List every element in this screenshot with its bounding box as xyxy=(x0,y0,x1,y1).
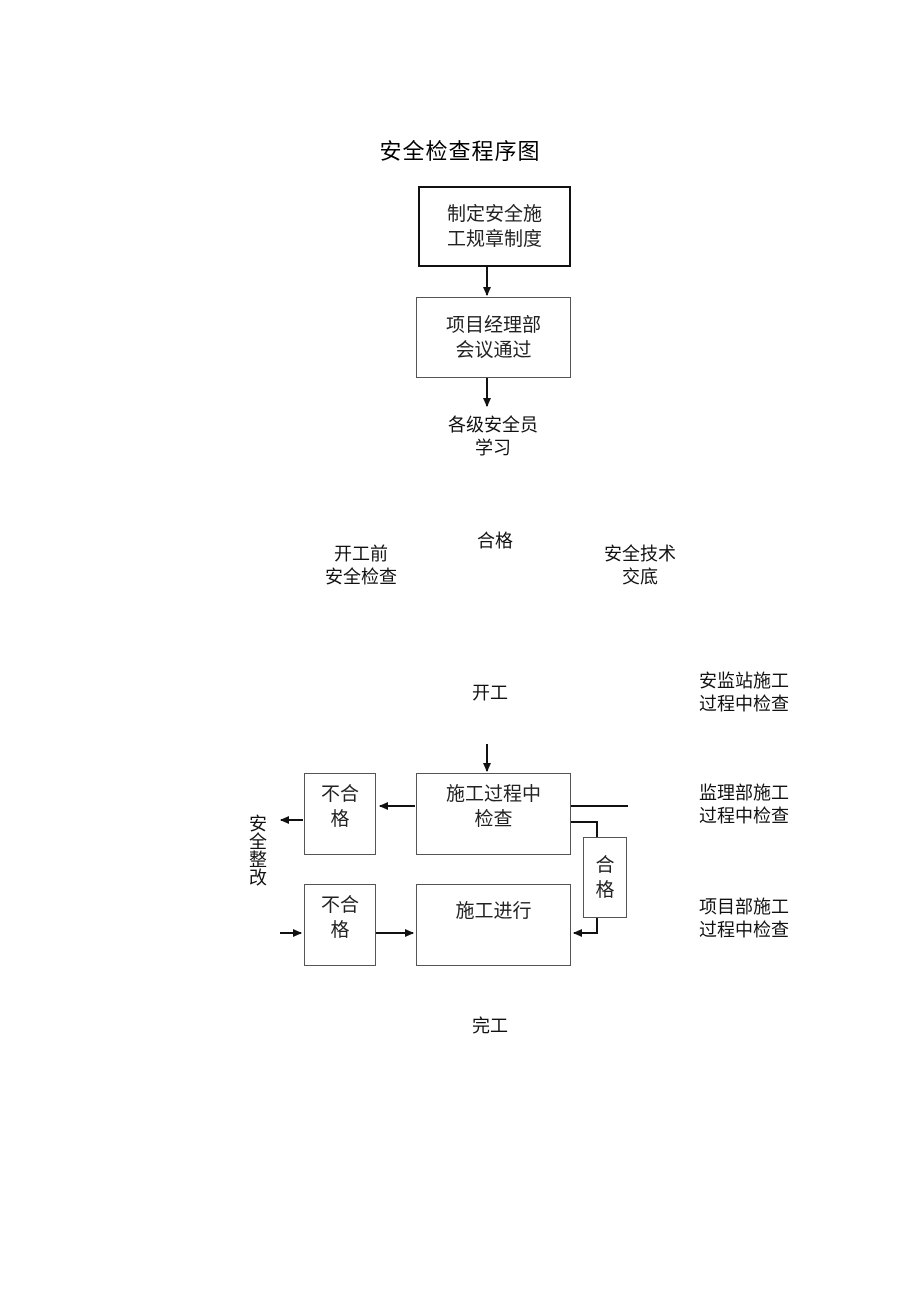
rectify-label: 安全整改 xyxy=(247,814,267,886)
project-dept-check-label: 项目部施工 过程中检查 xyxy=(699,897,789,941)
supervision-dept-check-label: 监理部施工 过程中检查 xyxy=(699,783,789,827)
rules-box: 制定安全施 工规章制度 xyxy=(418,186,571,267)
construction-box: 施工进行 xyxy=(416,884,571,966)
line-inspection-to-pass xyxy=(570,821,598,837)
fail-box-2: 不合 格 xyxy=(304,884,376,966)
complete-label: 完工 xyxy=(472,1016,508,1037)
supervision-station-check-label: 安监站施工 过程中检查 xyxy=(699,671,789,715)
pass-box: 合 格 xyxy=(583,837,627,918)
arrow-pass-to-construction xyxy=(573,918,598,937)
pre-start-check-label: 开工前 安全检查 xyxy=(325,544,397,588)
page-title: 安全检查程序图 xyxy=(379,140,541,165)
start-label: 开工 xyxy=(472,683,508,704)
study-label: 各级安全员 学习 xyxy=(448,415,538,459)
qualified-label: 合格 xyxy=(477,531,513,552)
inspection-box: 施工过程中 检查 xyxy=(416,773,571,855)
tech-briefing-label: 安全技术 交底 xyxy=(604,544,676,588)
meeting-box: 项目经理部 会议通过 xyxy=(416,297,571,378)
fail-box-1: 不合 格 xyxy=(304,773,376,855)
